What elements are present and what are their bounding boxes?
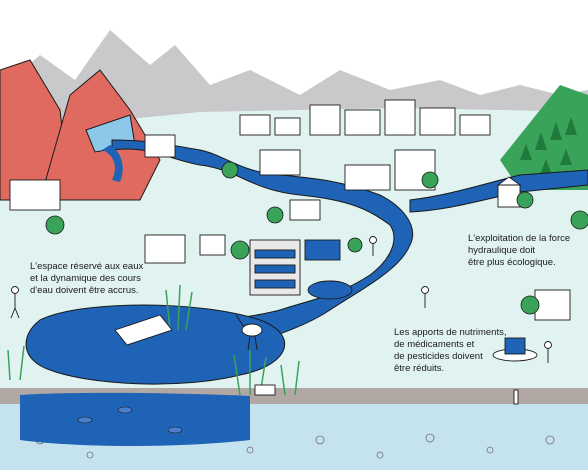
river-source [102, 145, 123, 182]
reeds [7, 284, 300, 396]
callout-hydropower: L'exploitation de la force hydraulique d… [468, 233, 571, 268]
pipe [254, 384, 519, 405]
fish [77, 406, 183, 434]
stork [235, 314, 263, 351]
grey-mountains [0, 30, 588, 130]
people [10, 236, 552, 363]
village [9, 99, 571, 321]
callout-space-for-water: L'espace réservé aux eaux et la dynamiqu… [30, 261, 144, 296]
forest-trees [520, 117, 577, 175]
callout-nutrients: Les apports de nutriments, de médicament… [394, 327, 507, 374]
hydropower-station [496, 176, 522, 208]
underwater-pool [20, 392, 250, 446]
pump [492, 337, 538, 362]
lake [25, 304, 286, 385]
boardwalk [114, 314, 173, 346]
treatment-plant [249, 239, 353, 300]
trees [45, 161, 588, 315]
